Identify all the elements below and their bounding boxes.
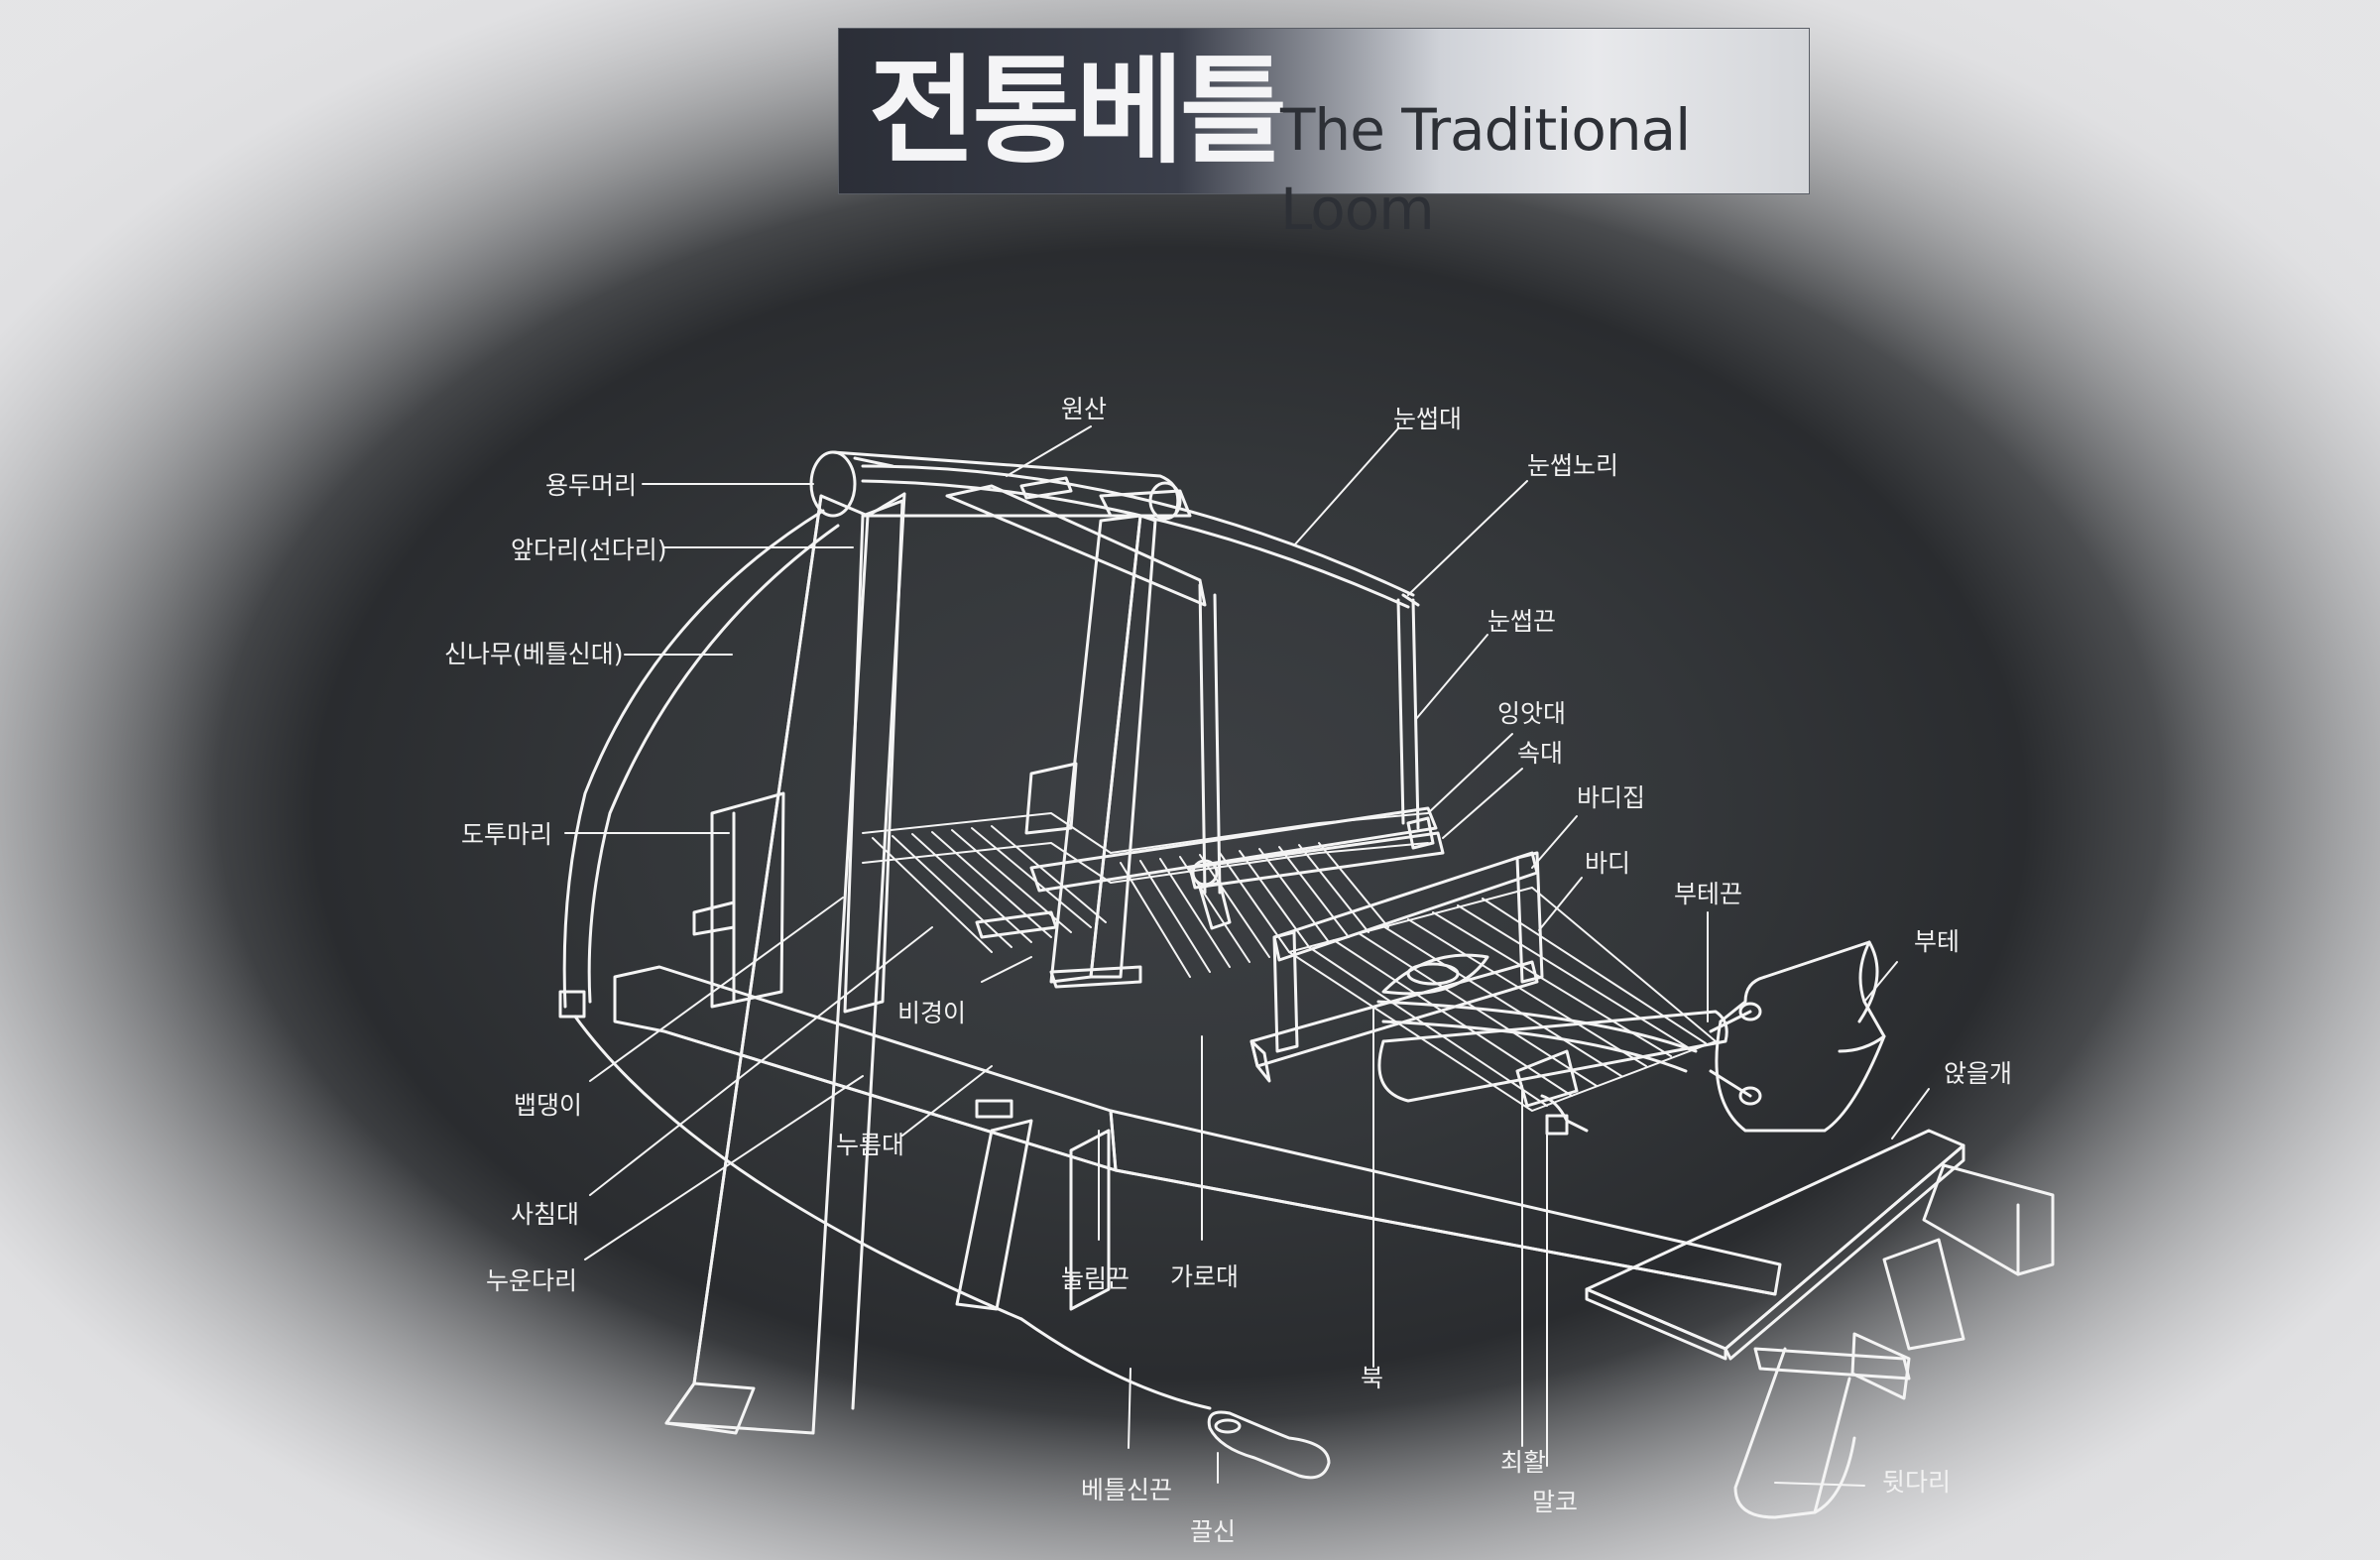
- title-english: The Traditional Loom: [1280, 96, 1691, 243]
- label-nullimkkeun: 눌림끈: [1061, 1264, 1130, 1293]
- label-nunsseopdae: 눈썹대: [1393, 405, 1463, 433]
- temple-rod: [1376, 1000, 1698, 1108]
- backstrap: [1709, 940, 1886, 1133]
- label-butekkeun: 부테끈: [1674, 880, 1743, 908]
- cloth-plane: [1288, 887, 1717, 1112]
- press-bar: [975, 910, 1142, 989]
- label-wonsan: 원산: [1061, 395, 1108, 423]
- label-sachimdae: 사침대: [511, 1200, 580, 1229]
- label-anjilkkae: 앉을개: [1944, 1059, 2013, 1088]
- label-bigyeongi: 비경이: [897, 999, 967, 1027]
- label-nuundari: 누운다리: [486, 1266, 578, 1295]
- label-dwitdari: 뒷다리: [1882, 1468, 1952, 1497]
- title-korean: 전통베틀: [869, 43, 1287, 180]
- back-uprights: [1024, 514, 1157, 984]
- rear-structure: [1733, 1163, 2055, 1519]
- front-leg-inner: [843, 499, 904, 1014]
- label-sinnamu: 신나무(베틀신대): [444, 640, 624, 668]
- leader-lines: [564, 425, 1930, 1487]
- label-nunsseopnori: 눈썹노리: [1527, 451, 1619, 480]
- label-nureumdae: 누름대: [836, 1131, 905, 1159]
- middle-leg: [955, 1119, 1111, 1311]
- foot-treadle: [1207, 1410, 1331, 1480]
- label-ingatdae: 잉앗대: [1497, 699, 1567, 728]
- title-plate: 전통베틀 The Traditional Loom: [838, 28, 1810, 243]
- seat-plank: [1585, 1129, 1965, 1361]
- label-malko: 말코: [1532, 1488, 1579, 1516]
- label-betteulsinkkeun: 베틀신끈: [1081, 1476, 1173, 1504]
- warp-threads: [862, 812, 1429, 978]
- label-badijip: 바디집: [1577, 783, 1646, 812]
- heddle-rods: [1029, 806, 1445, 930]
- reed-frame: [1250, 851, 1544, 1083]
- warp-beam: [692, 791, 785, 1009]
- label-choehwal: 최활: [1500, 1448, 1547, 1477]
- dragon-head: [809, 450, 1180, 518]
- label-sokdae: 속대: [1517, 739, 1564, 768]
- label-apdari: 앞다리(선다리): [511, 536, 667, 564]
- label-kkeulsin: 끌신: [1190, 1517, 1237, 1546]
- label-dotumari: 도투마리: [461, 820, 553, 849]
- shuttle: [1381, 953, 1489, 996]
- label-buk: 북: [1361, 1364, 1384, 1392]
- label-baepdaengi: 뱁댕이: [514, 1091, 583, 1120]
- label-bute: 부테: [1914, 927, 1961, 956]
- label-badi: 바디: [1585, 849, 1631, 878]
- label-nunsseopkkeun: 눈썹끈: [1488, 607, 1557, 636]
- label-yongdumeori: 용두머리: [545, 471, 638, 500]
- label-garodae: 가로대: [1170, 1262, 1240, 1291]
- front-leg: [664, 492, 906, 1435]
- base-beam: [613, 965, 1782, 1296]
- treadle-arc: [558, 509, 1212, 1410]
- top-beam: [861, 464, 1420, 609]
